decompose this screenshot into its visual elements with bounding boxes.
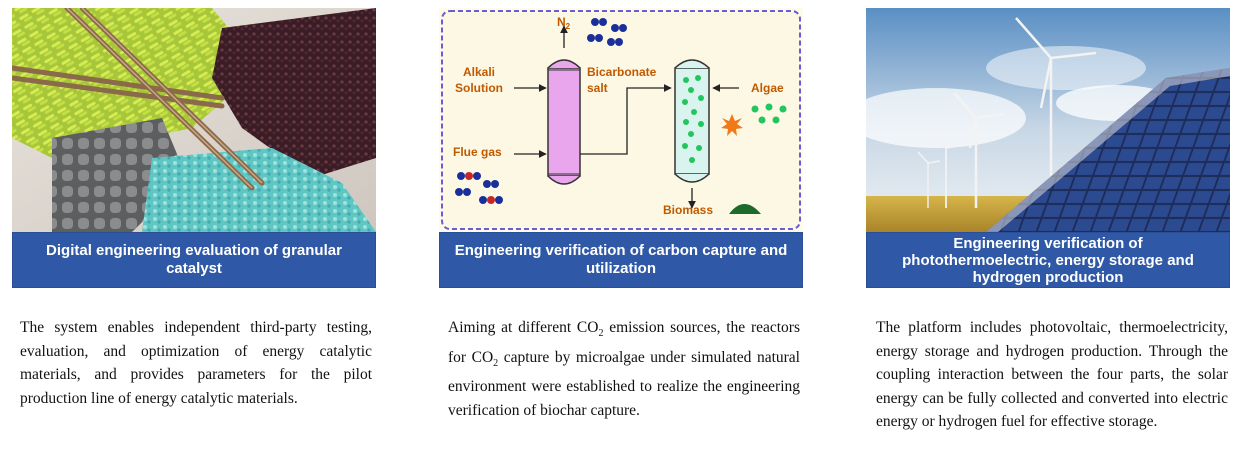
card-description: Aiming at different CO2 emission sources… <box>448 319 800 419</box>
biomass-pile-icon <box>729 204 761 214</box>
svg-text:Solution: Solution <box>455 81 503 95</box>
catalyst-photo <box>12 8 376 232</box>
card-title: Engineering verification of carbon captu… <box>439 232 803 288</box>
card-description: The platform includes photovoltaic, ther… <box>876 319 1228 430</box>
co2-molecules-icon <box>455 172 503 204</box>
n2-label: N2 <box>557 15 571 31</box>
algae-dots-icon <box>751 103 787 124</box>
card-title: Digital engineering evaluation of granul… <box>12 232 376 288</box>
card-title: Engineering verification of photothermoe… <box>866 232 1230 288</box>
sun-burst-icon <box>721 114 743 136</box>
card-description: The system enables independent third-par… <box>20 319 372 407</box>
svg-text:Flue gas: Flue gas <box>453 145 502 159</box>
svg-text:salt: salt <box>587 81 608 95</box>
reactor-column-icon <box>547 59 581 185</box>
svg-text:Alkali: Alkali <box>463 65 495 79</box>
svg-text:Algae: Algae <box>751 81 784 95</box>
solar-wind-photo <box>866 8 1230 232</box>
n2-molecules-icon <box>587 18 627 46</box>
carbon-capture-diagram: N2 Alkali Solution Bicarbonate salt Alga… <box>439 8 803 232</box>
algae-reactor-icon <box>674 59 710 183</box>
svg-text:Biomass: Biomass <box>663 203 713 217</box>
svg-text:Bicarbonate: Bicarbonate <box>587 65 657 79</box>
